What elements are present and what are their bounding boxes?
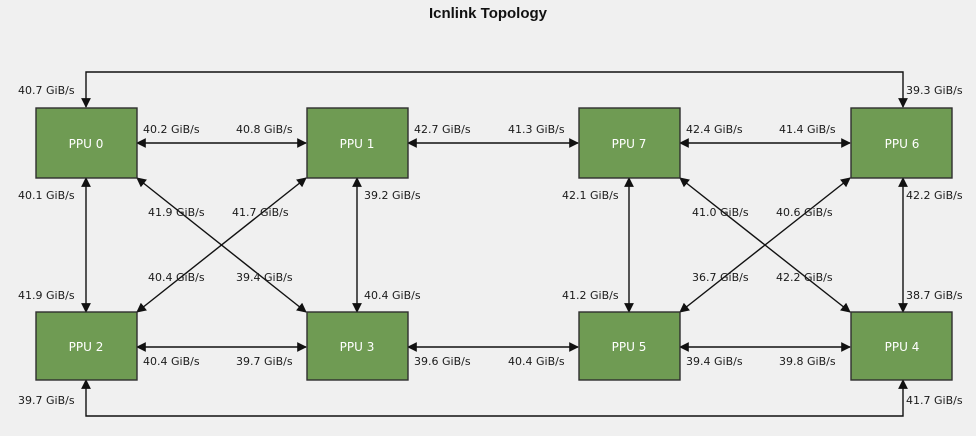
bw-ppu0-ppu3-to: 39.4 GiB/s xyxy=(236,271,293,284)
edge-ppu2-ppu4 xyxy=(81,379,908,417)
node-ppu3: PPU 3 xyxy=(306,311,409,381)
bw-ppu2-ppu4-to: 41.7 GiB/s xyxy=(906,394,963,407)
node-label-ppu3: PPU 3 xyxy=(340,340,375,354)
bw-ppu0-ppu2-to: 41.9 GiB/s xyxy=(18,289,75,302)
edge-ppu0-ppu6 xyxy=(81,71,908,108)
bw-ppu6-ppu4-to: 38.7 GiB/s xyxy=(906,289,963,302)
bw-ppu0-ppu6-to: 39.3 GiB/s xyxy=(906,84,963,97)
bw-ppu1-ppu7-from: 42.7 GiB/s xyxy=(414,123,471,136)
bw-ppu0-ppu2-from: 40.1 GiB/s xyxy=(18,189,75,202)
node-label-ppu0: PPU 0 xyxy=(69,137,104,151)
bw-ppu7-ppu4-from: 41.0 GiB/s xyxy=(692,206,749,219)
node-ppu6: PPU 6 xyxy=(850,107,953,179)
node-label-ppu4: PPU 4 xyxy=(885,340,920,354)
bw-ppu3-ppu5-from: 39.6 GiB/s xyxy=(414,355,471,368)
bw-ppu0-ppu6-from: 40.7 GiB/s xyxy=(18,84,75,97)
bw-ppu6-ppu5-to: 36.7 GiB/s xyxy=(692,271,749,284)
edges xyxy=(81,71,908,417)
bw-ppu1-ppu2-to: 40.4 GiB/s xyxy=(148,271,205,284)
node-label-ppu1: PPU 1 xyxy=(340,137,375,151)
bw-ppu1-ppu3-to: 40.4 GiB/s xyxy=(364,289,421,302)
node-ppu5: PPU 5 xyxy=(578,311,681,381)
bw-ppu2-ppu3-from: 40.4 GiB/s xyxy=(143,355,200,368)
node-label-ppu7: PPU 7 xyxy=(612,137,647,151)
node-ppu2: PPU 2 xyxy=(35,311,138,381)
bw-ppu6-ppu5-from: 40.6 GiB/s xyxy=(776,206,833,219)
node-ppu7: PPU 7 xyxy=(578,107,681,179)
bw-ppu2-ppu3-to: 39.7 GiB/s xyxy=(236,355,293,368)
node-ppu0: PPU 0 xyxy=(35,107,138,179)
bw-ppu0-ppu1-to: 40.8 GiB/s xyxy=(236,123,293,136)
bw-ppu2-ppu4-from: 39.7 GiB/s xyxy=(18,394,75,407)
node-label-ppu5: PPU 5 xyxy=(612,340,647,354)
node-label-ppu6: PPU 6 xyxy=(885,137,920,151)
bw-ppu0-ppu3-from: 41.9 GiB/s xyxy=(148,206,205,219)
node-label-ppu2: PPU 2 xyxy=(69,340,104,354)
bw-ppu7-ppu6-from: 42.4 GiB/s xyxy=(686,123,743,136)
edge-ppu1-ppu2 xyxy=(136,177,307,313)
bw-ppu1-ppu7-to: 41.3 GiB/s xyxy=(508,123,565,136)
bw-ppu7-ppu6-to: 41.4 GiB/s xyxy=(779,123,836,136)
edge-ppu6-ppu5 xyxy=(679,177,851,313)
bw-ppu1-ppu3-from: 39.2 GiB/s xyxy=(364,189,421,202)
bandwidth-labels: 40.7 GiB/s 39.3 GiB/s 39.7 GiB/s 41.7 Gi… xyxy=(18,84,963,407)
node-ppu4: PPU 4 xyxy=(850,311,953,381)
bw-ppu5-ppu4-from: 39.4 GiB/s xyxy=(686,355,743,368)
diagram-title: Icnlink Topology xyxy=(428,5,548,22)
bw-ppu0-ppu1-from: 40.2 GiB/s xyxy=(143,123,200,136)
bw-ppu3-ppu5-to: 40.4 GiB/s xyxy=(508,355,565,368)
bw-ppu6-ppu4-from: 42.2 GiB/s xyxy=(906,189,963,202)
bw-ppu7-ppu5-to: 41.2 GiB/s xyxy=(562,289,619,302)
bw-ppu7-ppu4-to: 42.2 GiB/s xyxy=(776,271,833,284)
node-ppu1: PPU 1 xyxy=(306,107,409,179)
bw-ppu1-ppu2-from: 41.7 GiB/s xyxy=(232,206,289,219)
bw-ppu7-ppu5-from: 42.1 GiB/s xyxy=(562,189,619,202)
bw-ppu5-ppu4-to: 39.8 GiB/s xyxy=(779,355,836,368)
